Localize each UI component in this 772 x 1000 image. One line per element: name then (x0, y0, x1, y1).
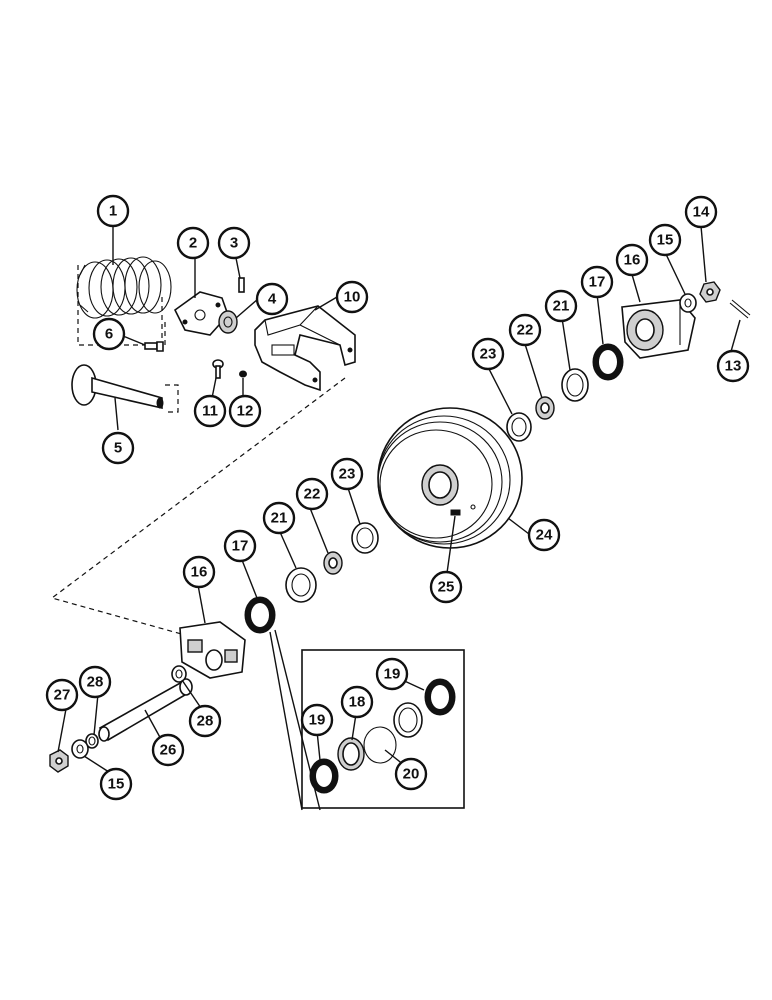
callout-23-upper: 23 (471, 337, 505, 371)
svg-text:11: 11 (202, 403, 218, 420)
callout-13: 13 (716, 349, 750, 383)
svg-text:6: 6 (105, 326, 113, 343)
svg-text:18: 18 (349, 694, 366, 711)
svg-text:26: 26 (160, 742, 177, 759)
svg-text:15: 15 (108, 776, 125, 793)
lower-seal-17 (244, 596, 276, 634)
recoil-spring (76, 256, 172, 319)
inset-pointer-lines (269, 629, 321, 811)
seal-detail-inset (301, 649, 465, 809)
svg-text:23: 23 (480, 346, 497, 363)
callout-26: 26 (151, 733, 185, 767)
callout-5: 5 (101, 431, 135, 465)
lower-bearing-race-21 (285, 567, 317, 603)
callout-19-inset-right: 19 (375, 657, 409, 691)
upper-washer-15 (679, 293, 697, 313)
svg-text:22: 22 (517, 322, 534, 339)
callout-20: 20 (394, 757, 428, 791)
lock-washer (239, 370, 247, 378)
callout-12: 12 (228, 394, 262, 428)
spring-nut (218, 310, 238, 334)
castle-nut-14 (699, 281, 721, 303)
idler-yoke (254, 305, 356, 392)
leader-lines (57, 225, 741, 775)
svg-text:19: 19 (309, 712, 326, 729)
callout-17-upper: 17 (580, 265, 614, 299)
upper-seal-17 (592, 343, 624, 381)
upper-bearing-housing-16 (621, 299, 696, 359)
svg-text:19: 19 (384, 666, 401, 683)
svg-text:21: 21 (271, 510, 288, 527)
svg-text:20: 20 (403, 766, 420, 783)
callout-6: 6 (92, 317, 126, 351)
bolt (144, 341, 164, 352)
svg-text:21: 21 (553, 298, 570, 315)
callout-11: 11 (193, 394, 227, 428)
callout-21-upper: 21 (544, 289, 578, 323)
lower-bearing-cup-23 (351, 522, 379, 554)
callout-15-upper: 15 (648, 223, 682, 257)
lower-bearing-housing-16 (179, 621, 246, 679)
svg-text:3: 3 (230, 235, 238, 252)
svg-text:5: 5 (114, 440, 122, 457)
cotter-pin-13 (729, 299, 751, 319)
callout-15-lower: 15 (99, 767, 133, 801)
callout-23-lower: 23 (330, 457, 364, 491)
callout-27: 27 (45, 678, 79, 712)
svg-text:13: 13 (725, 358, 742, 375)
callout-18: 18 (340, 685, 374, 719)
callout-28-right: 28 (188, 704, 222, 738)
nut-27 (49, 749, 69, 773)
callout-24: 24 (527, 518, 561, 552)
svg-text:25: 25 (438, 579, 455, 596)
svg-text:15: 15 (657, 232, 674, 249)
svg-text:4: 4 (268, 291, 277, 308)
svg-text:17: 17 (232, 538, 249, 555)
svg-text:22: 22 (304, 486, 321, 503)
svg-text:27: 27 (54, 687, 71, 704)
washer-15-lower (71, 739, 89, 759)
upper-bearing-race-21 (561, 368, 589, 402)
callout-1: 1 (96, 194, 130, 228)
lower-bearing-cone-22 (323, 551, 343, 575)
roll-pin (238, 277, 245, 293)
recoil-rod (71, 364, 164, 410)
svg-text:28: 28 (197, 713, 214, 730)
callout-28-left: 28 (78, 665, 112, 699)
o-ring-28-lower (85, 733, 99, 749)
upper-bearing-cup-23 (506, 412, 532, 442)
callout-16-lower: 16 (182, 555, 216, 589)
svg-text:10: 10 (344, 289, 361, 306)
svg-text:14: 14 (693, 204, 710, 221)
svg-text:28: 28 (87, 674, 104, 691)
svg-text:16: 16 (191, 564, 208, 581)
svg-text:24: 24 (536, 527, 553, 544)
yoke-bolt (212, 359, 224, 379)
upper-bearing-cone-22 (535, 396, 555, 420)
plug-25 (450, 504, 476, 516)
callout-16-upper: 16 (615, 243, 649, 277)
svg-text:23: 23 (339, 466, 356, 483)
svg-text:16: 16 (624, 252, 641, 269)
callout-3: 3 (217, 226, 251, 260)
svg-text:2: 2 (189, 235, 197, 252)
svg-text:1: 1 (109, 203, 117, 220)
callout-25: 25 (429, 570, 463, 604)
callout-21-lower: 21 (262, 501, 296, 535)
callout-14: 14 (684, 195, 718, 229)
idler-wheel (377, 407, 523, 549)
callout-17-lower: 17 (223, 529, 257, 563)
callout-22-lower: 22 (295, 477, 329, 511)
callout-19-inset-left: 19 (300, 703, 334, 737)
o-ring-28-upper (171, 665, 187, 683)
callout-22-upper: 22 (508, 313, 542, 347)
svg-text:12: 12 (237, 403, 254, 420)
callout-10: 10 (335, 280, 369, 314)
callout-4: 4 (255, 282, 289, 316)
svg-text:17: 17 (589, 274, 606, 291)
callout-2: 2 (176, 226, 210, 260)
